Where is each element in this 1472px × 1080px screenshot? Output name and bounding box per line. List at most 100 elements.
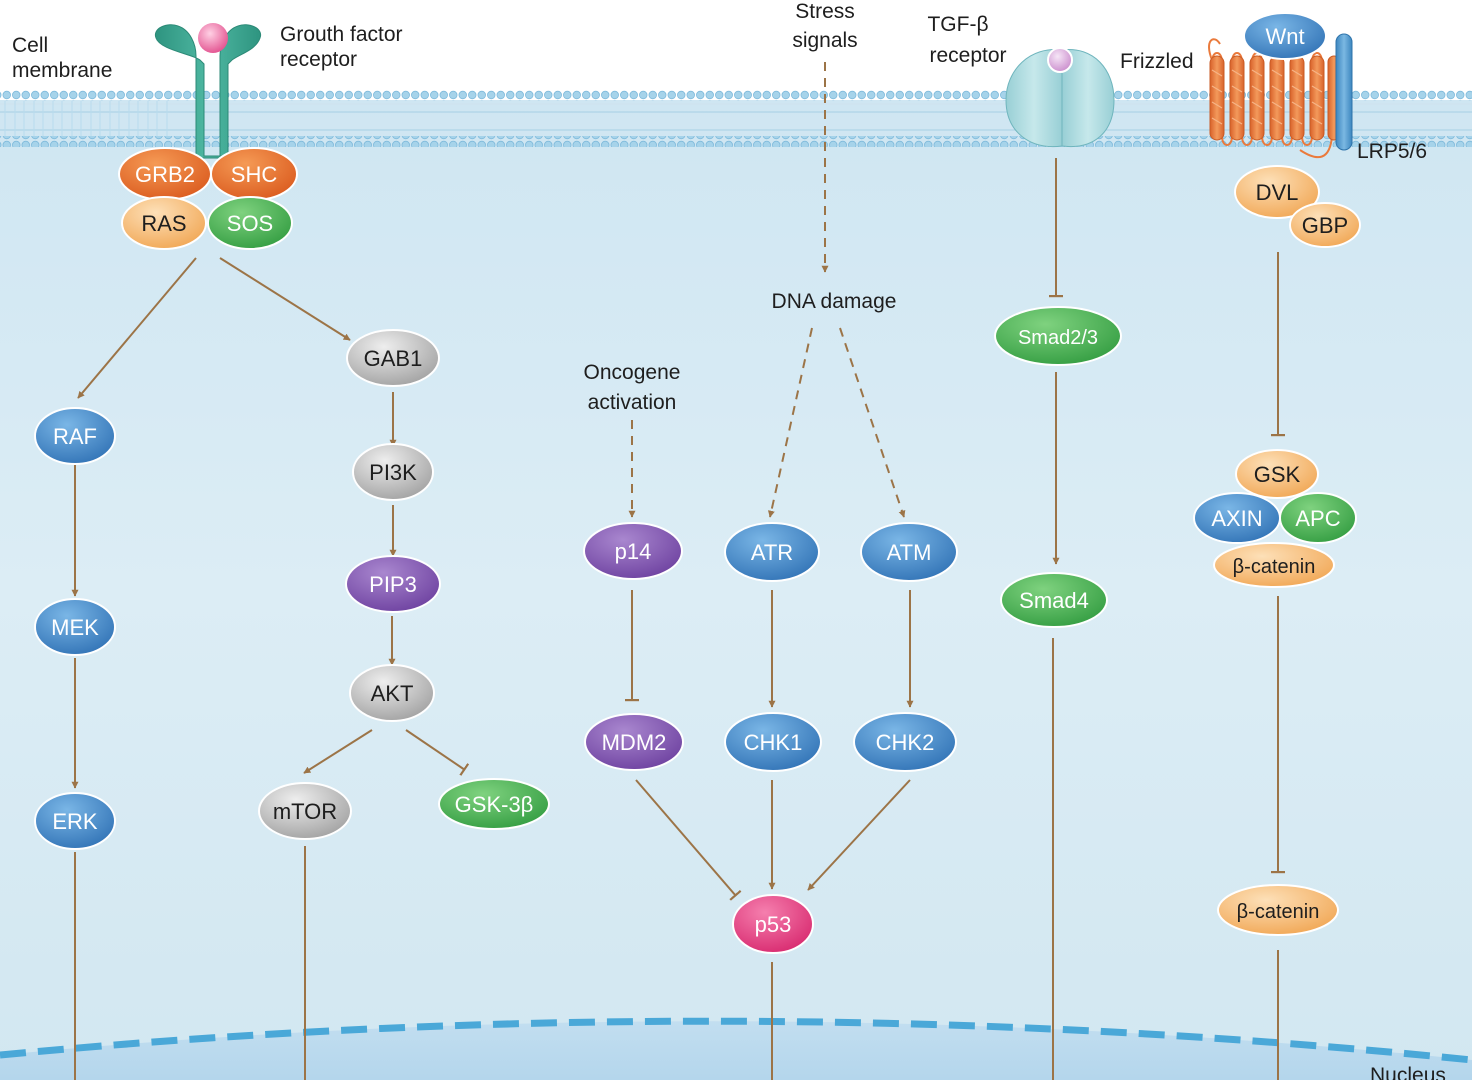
growth-factor-receptor — [154, 23, 262, 159]
node-ras: RAS — [121, 196, 207, 250]
node-chk2-label: CHK2 — [876, 730, 935, 755]
node-bcat2-label: β-catenin — [1237, 901, 1320, 923]
edge-dnadamage-atr — [767, 327, 813, 518]
node-mek: MEK — [34, 598, 116, 656]
node-pi3k-shape — [352, 443, 434, 501]
node-grb2-label: GRB2 — [135, 162, 195, 187]
node-p14: p14 — [583, 522, 683, 580]
node-smad4-label: Smad4 — [1019, 588, 1089, 613]
node-p14-shape — [583, 522, 683, 580]
frizzled-label: Frizzled — [1120, 50, 1194, 73]
node-gsk-label: GSK — [1254, 462, 1301, 487]
node-pip3-label: PIP3 — [369, 572, 417, 597]
growth-factor-receptor-label-line1: Grouth factor — [280, 23, 403, 46]
node-mtor: mTOR — [258, 782, 352, 840]
node-mek-shape — [34, 598, 116, 656]
node-mdm2: MDM2 — [584, 713, 684, 771]
node-mtor-shape — [258, 782, 352, 840]
node-smad4-shape — [1000, 572, 1108, 628]
edge-akt-mtor — [303, 729, 373, 774]
node-erk-shape — [34, 792, 116, 850]
edge-ras-gab1 — [219, 257, 351, 341]
node-atm-label: ATM — [887, 540, 932, 565]
node-erk: ERK — [34, 792, 116, 850]
node-erk-label: ERK — [52, 809, 98, 834]
lrp-label: LRP5/6 — [1357, 140, 1427, 163]
node-chk1-label: CHK1 — [744, 730, 803, 755]
node-p53-shape — [732, 894, 814, 954]
node-smad23-label: Smad2/3 — [1018, 327, 1098, 349]
node-p53-label: p53 — [755, 912, 792, 937]
node-mek-label: MEK — [51, 615, 99, 640]
node-wnt: Wnt — [1243, 12, 1327, 60]
node-wnt-label: Wnt — [1265, 24, 1304, 49]
node-gbp-shape — [1289, 202, 1361, 248]
node-mdm2-label: MDM2 — [602, 730, 667, 755]
node-smad23: Smad2/3 — [994, 306, 1122, 366]
node-akt-shape — [349, 664, 435, 722]
node-chk1-shape — [724, 712, 822, 772]
node-axin: AXIN — [1193, 492, 1281, 544]
nucleus-region — [0, 1021, 1472, 1080]
node-smad4: Smad4 — [1000, 572, 1108, 628]
node-sos-label: SOS — [227, 211, 273, 236]
node-ras-shape — [121, 196, 207, 250]
node-dvl: DVL — [1234, 165, 1320, 219]
node-akt-label: AKT — [371, 681, 414, 706]
node-axin-shape — [1193, 492, 1281, 544]
cell-membrane — [0, 90, 1472, 147]
dna-damage-label: DNA damage — [772, 290, 897, 313]
edge-dnadamage-atm — [839, 327, 906, 518]
node-wnt-shape — [1243, 12, 1327, 60]
node-apc-label: APC — [1295, 506, 1340, 531]
node-bcat2-shape — [1217, 884, 1339, 936]
node-akt: AKT — [349, 664, 435, 722]
growth-factor-receptor-label-line2: receptor — [280, 48, 357, 71]
node-raf: RAF — [34, 407, 116, 465]
node-axin-label: AXIN — [1211, 506, 1262, 531]
edge-mdm2-p53 — [635, 779, 742, 901]
node-chk2-shape — [853, 712, 957, 772]
node-gbp: GBP — [1289, 202, 1361, 248]
node-gab1-label: GAB1 — [364, 346, 423, 371]
node-bcat1-shape — [1213, 542, 1335, 588]
lrp-coreceptor — [1335, 33, 1353, 151]
stress-signals-label-line2: signals — [792, 29, 857, 52]
node-grb2: GRB2 — [118, 147, 212, 201]
nuclear-envelope — [0, 1017, 1472, 1064]
node-bcat1: β-catenin — [1213, 542, 1335, 588]
pathway-edges — [71, 62, 1285, 1080]
node-atm-shape — [860, 522, 958, 582]
node-chk2: CHK2 — [853, 712, 957, 772]
node-gab1: GAB1 — [346, 329, 440, 387]
node-gsk-shape — [1235, 449, 1319, 499]
node-gsk: GSK — [1235, 449, 1319, 499]
oncogene-activation-label-line1: Oncogene — [584, 361, 681, 384]
tgf-beta-ligand — [1047, 47, 1073, 73]
node-smad23-shape — [994, 306, 1122, 366]
node-gsk3b-label: GSK-3β — [455, 792, 534, 817]
node-dvl-shape — [1234, 165, 1320, 219]
tgf-receptor-label-line1: TGF-β — [927, 13, 988, 36]
node-raf-label: RAF — [53, 424, 97, 449]
node-gbp-label: GBP — [1302, 213, 1348, 238]
tgf-beta-receptor — [1005, 47, 1115, 148]
node-atr: ATR — [724, 522, 820, 582]
edge-ras-raf — [77, 257, 197, 399]
node-atm: ATM — [860, 522, 958, 582]
node-shc-label: SHC — [231, 162, 278, 187]
edge-akt-gsk3b — [405, 729, 470, 776]
node-bcat2: β-catenin — [1217, 884, 1339, 936]
node-atr-shape — [724, 522, 820, 582]
node-atr-label: ATR — [751, 540, 793, 565]
node-raf-shape — [34, 407, 116, 465]
node-gsk3b-shape — [438, 778, 550, 830]
node-pip3-shape — [345, 555, 441, 613]
node-p53: p53 — [732, 894, 814, 954]
tgf-receptor-label-line2: receptor — [929, 44, 1006, 67]
node-mtor-label: mTOR — [273, 799, 337, 824]
node-p14-label: p14 — [615, 539, 652, 564]
